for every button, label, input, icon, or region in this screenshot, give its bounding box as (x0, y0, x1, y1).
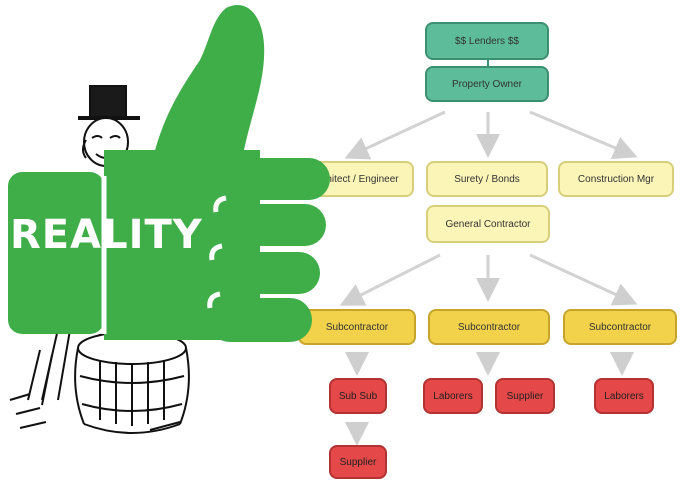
construction-mgr-node: Construction Mgr (558, 161, 674, 197)
subcontractor-right-node: Subcontractor (563, 309, 677, 345)
supplier-node-2: Supplier (329, 445, 387, 479)
arrow-gc-to-sub-left (339, 253, 441, 306)
supplier-node-1: Supplier (495, 378, 555, 414)
arrow-gc-to-sub-right (529, 253, 638, 306)
subcontractor-left-node: Subcontractor (298, 309, 416, 345)
general-contractor-node: General Contractor (426, 205, 550, 243)
man-in-barrel-icon (9, 85, 190, 434)
thumbs-up-icon (8, 5, 330, 342)
reality-label: REALITY (10, 212, 203, 258)
arrow-owner-to-construction-mgr (529, 110, 638, 160)
sub-sub-node: Sub Sub (329, 378, 387, 414)
surety-bonds-node: Surety / Bonds (426, 161, 548, 197)
laborers-node-2: Laborers (594, 378, 654, 414)
lenders-node: $$ Lenders $$ (425, 22, 549, 60)
subcontractor-middle-node: Subcontractor (428, 309, 550, 345)
property-owner-node: Property Owner (425, 66, 549, 102)
laborers-node-1: Laborers (423, 378, 483, 414)
arrow-owner-to-architect (344, 110, 446, 160)
